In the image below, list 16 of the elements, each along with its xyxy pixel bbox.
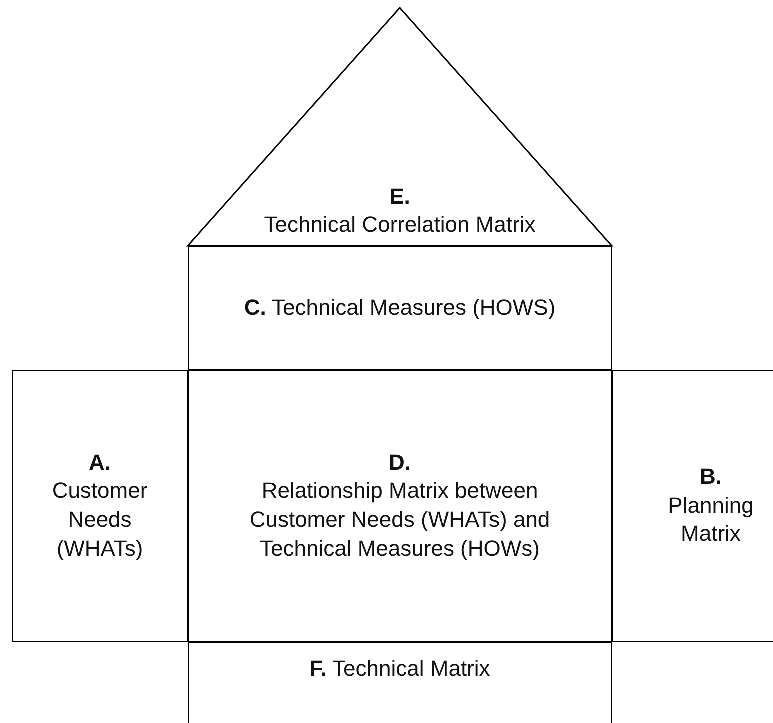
section-letter: A.	[89, 448, 111, 477]
section-label: Relationship Matrix between Customer Needs (WHATs) and Technical Measures (HOWs)	[248, 477, 552, 563]
section-letter: D.	[389, 448, 411, 477]
section-label: Customer Needs (WHATs)	[51, 477, 149, 563]
roof-triangle	[188, 8, 612, 246]
matrix-box	[188, 370, 612, 642]
matrix-box	[188, 246, 612, 370]
section-label: F. Technical Matrix	[310, 655, 490, 683]
matrix-box	[612, 370, 773, 642]
matrix-box	[188, 642, 612, 723]
matrix-box	[12, 370, 188, 642]
section-letter: E.	[390, 182, 410, 211]
section-label: Technical Correlation Matrix	[264, 211, 536, 240]
section-label: C. Technical Measures (HOWS)	[244, 294, 556, 322]
section-label: Planning Matrix	[667, 492, 755, 548]
section-letter: B.	[700, 463, 722, 492]
